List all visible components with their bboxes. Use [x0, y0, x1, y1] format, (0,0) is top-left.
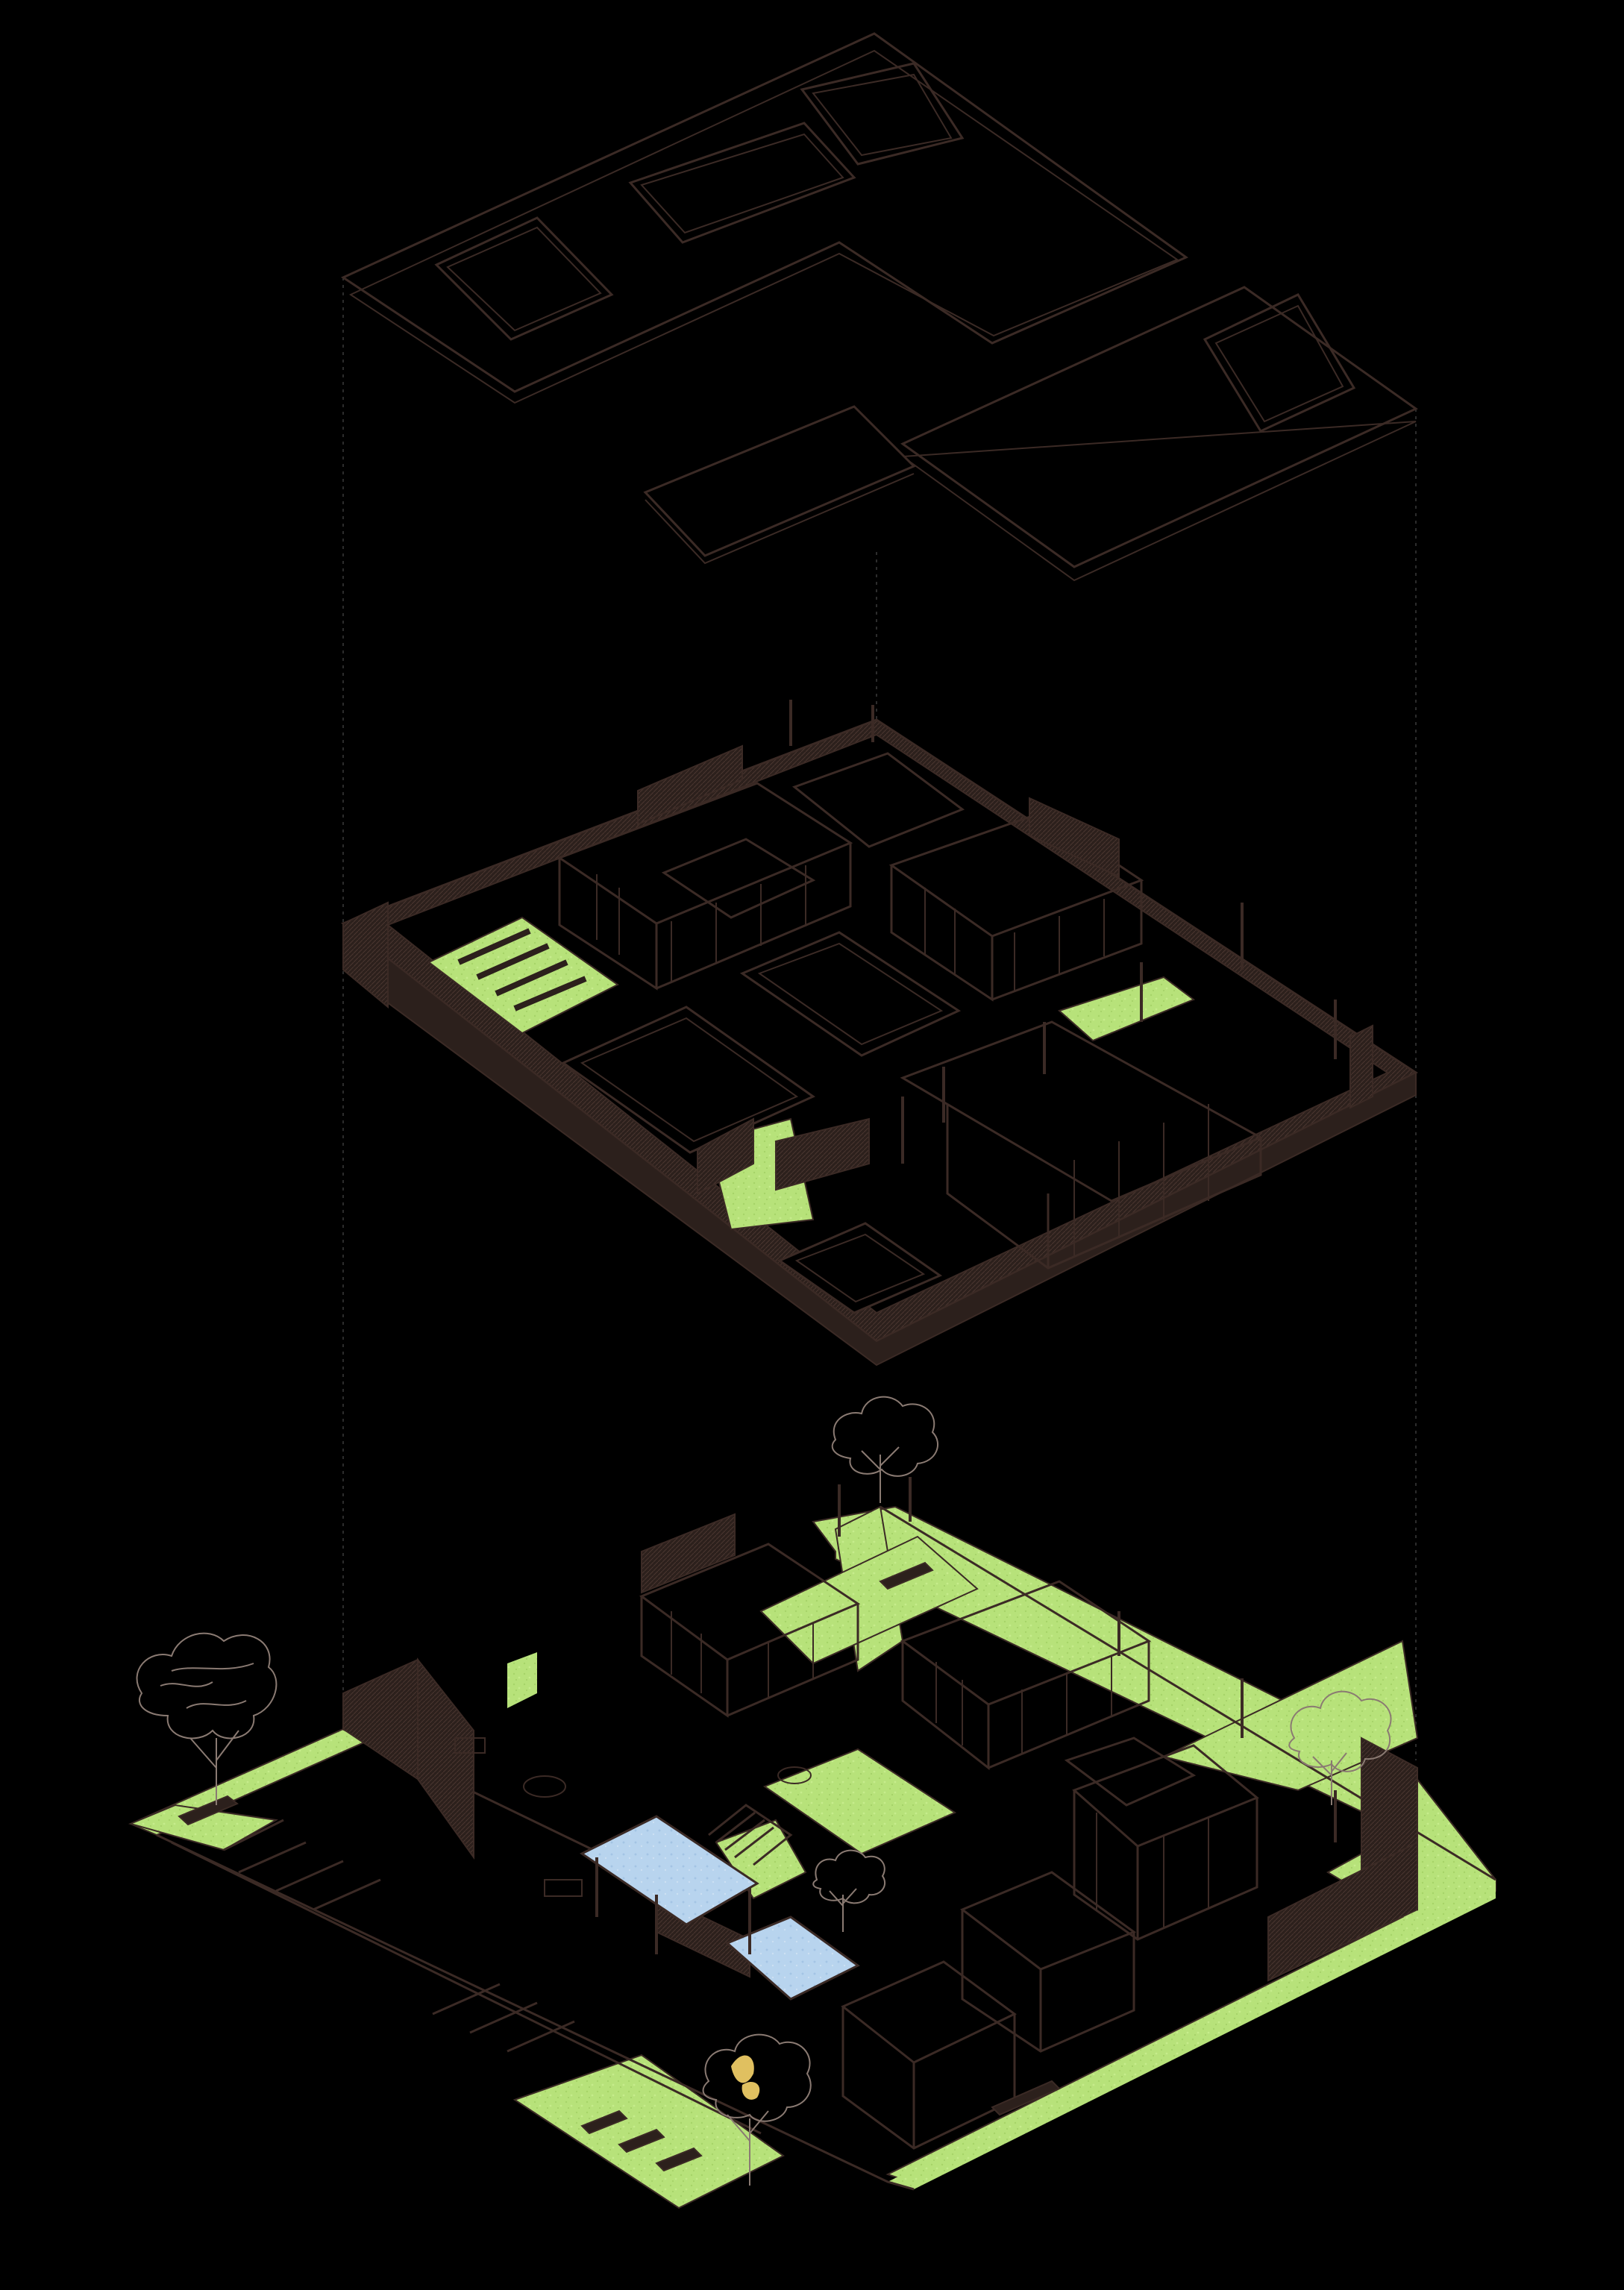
- ground-stair: [708, 1804, 793, 1866]
- ground-planters: [178, 1561, 1061, 2172]
- ground-lawn-west-yard: [507, 1652, 537, 1708]
- ground-lawn-parking-island: [128, 1804, 279, 1851]
- upper-floor-layer: [340, 700, 1419, 1367]
- tree-south: [702, 2033, 812, 2186]
- upper-glazing: [596, 865, 1209, 1257]
- ground-lawn-south-planters: [512, 2054, 785, 2209]
- upper-feature-walls: [342, 744, 1373, 1195]
- ground-lawn-corner: [1161, 1640, 1419, 1792]
- projection-guides: [342, 277, 1417, 1760]
- tree-east: [1288, 1690, 1392, 1805]
- planter-boxes: [457, 928, 587, 1011]
- ground-furniture: [454, 1737, 812, 1897]
- tree-north: [831, 1396, 939, 1503]
- ground-lawn-south: [888, 1880, 1496, 2189]
- upper-rooms: [557, 782, 1264, 1270]
- ground-floor-layer: [128, 1477, 1496, 2209]
- upper-columns: [789, 700, 1337, 1164]
- pool-main: [580, 1815, 759, 1926]
- ground-boundary-walls: [342, 1513, 1418, 1982]
- tree-west: [136, 1632, 278, 1805]
- upper-garden-planters: [427, 916, 619, 1035]
- pool-secondary: [725, 1916, 860, 2001]
- ground-columns: [595, 1477, 1337, 1954]
- upper-garden-east: [1058, 976, 1196, 1042]
- roof-layer: [340, 32, 1418, 582]
- tree-courtyard: [812, 1849, 886, 1932]
- parking-stripes: [238, 1841, 575, 2053]
- ground-glazing: [671, 1611, 1209, 1928]
- ground-rooms: [639, 1543, 1259, 2150]
- ground-lawn-courtyard: [762, 1748, 957, 1855]
